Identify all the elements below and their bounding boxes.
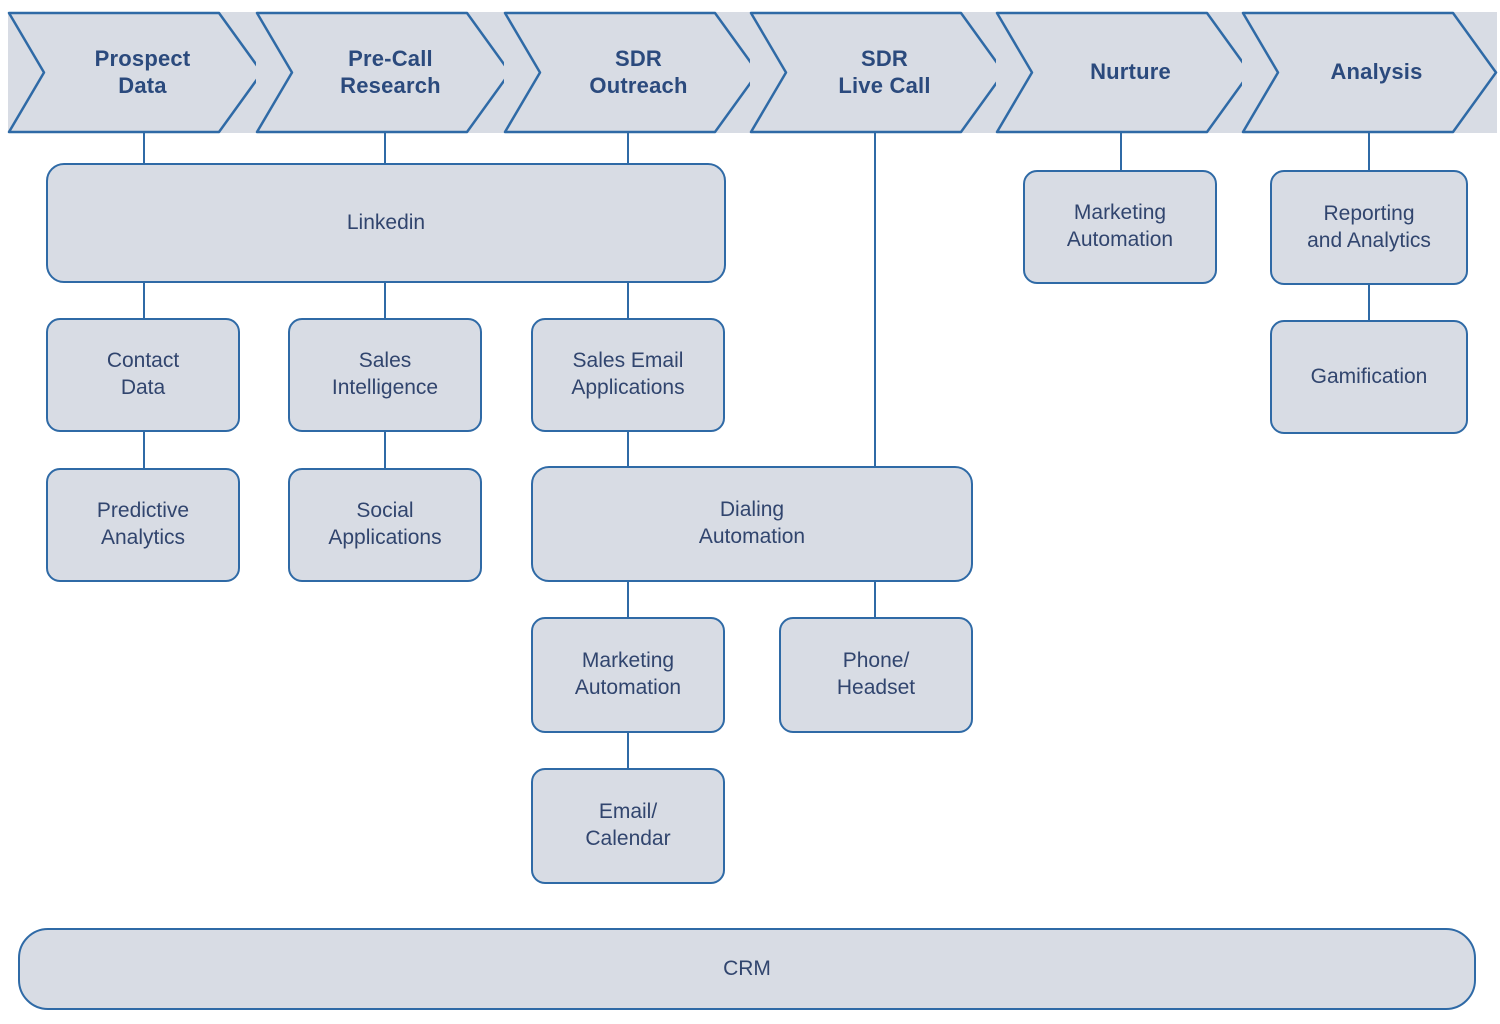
node-label: Email/Calendar [585, 800, 671, 850]
node-label: Phone/Headset [836, 649, 916, 699]
connector-contact-data-to-predictive-analytics [143, 430, 145, 468]
connector-linkedin-to-contact-data [143, 282, 145, 319]
connector-precall-to-linkedin [384, 133, 386, 164]
connector-linkedin-to-sales-email-applications [627, 282, 629, 319]
connector-prospect-to-linkedin [143, 133, 145, 164]
connector-analysis-to-reporting [1368, 133, 1370, 170]
chevron-shape-icon [1242, 12, 1497, 133]
connector-linkedin-to-sales-intelligence [384, 282, 386, 319]
phase-header-nurture[interactable]: Nurture [996, 12, 1251, 133]
connector-sales-email-to-dialing-automation [627, 430, 629, 468]
node-crm[interactable]: CRM [18, 928, 1476, 1010]
phase-header-label: Nurture [1090, 59, 1171, 85]
connector-nurture-to-marketing-automation [1120, 133, 1122, 170]
node-email-calendar[interactable]: Email/Calendar [531, 768, 725, 884]
phase-header-analysis[interactable]: Analysis [1242, 12, 1497, 133]
chevron-shape-icon [996, 12, 1251, 133]
connector-dialing-to-phone-headset [874, 580, 876, 618]
node-phone-headset[interactable]: Phone/Headset [779, 617, 973, 733]
connector-dialing-to-marketing-automation [627, 580, 629, 618]
connector-sales-intelligence-to-social-applications [384, 430, 386, 468]
connector-outreach-to-linkedin [627, 133, 629, 164]
phase-header-label: Analysis [1330, 59, 1423, 85]
connector-reporting-to-gamification [1368, 283, 1370, 322]
chevron-shape-icon [256, 12, 511, 133]
node-linkedin[interactable]: Linkedin [46, 163, 726, 283]
node-label: CRM [723, 956, 771, 980]
chevron-shape-icon [750, 12, 1005, 133]
connector-marketing-automation-to-email-calendar [627, 731, 629, 769]
chevron-shape-icon [504, 12, 759, 133]
connector-livecall-to-dialing [874, 133, 876, 467]
node-label: Linkedin [346, 210, 426, 234]
node-gamification[interactable]: Gamification [1270, 320, 1468, 434]
chevron-shape-icon [8, 12, 263, 133]
node-label: Gamification [1310, 364, 1428, 388]
